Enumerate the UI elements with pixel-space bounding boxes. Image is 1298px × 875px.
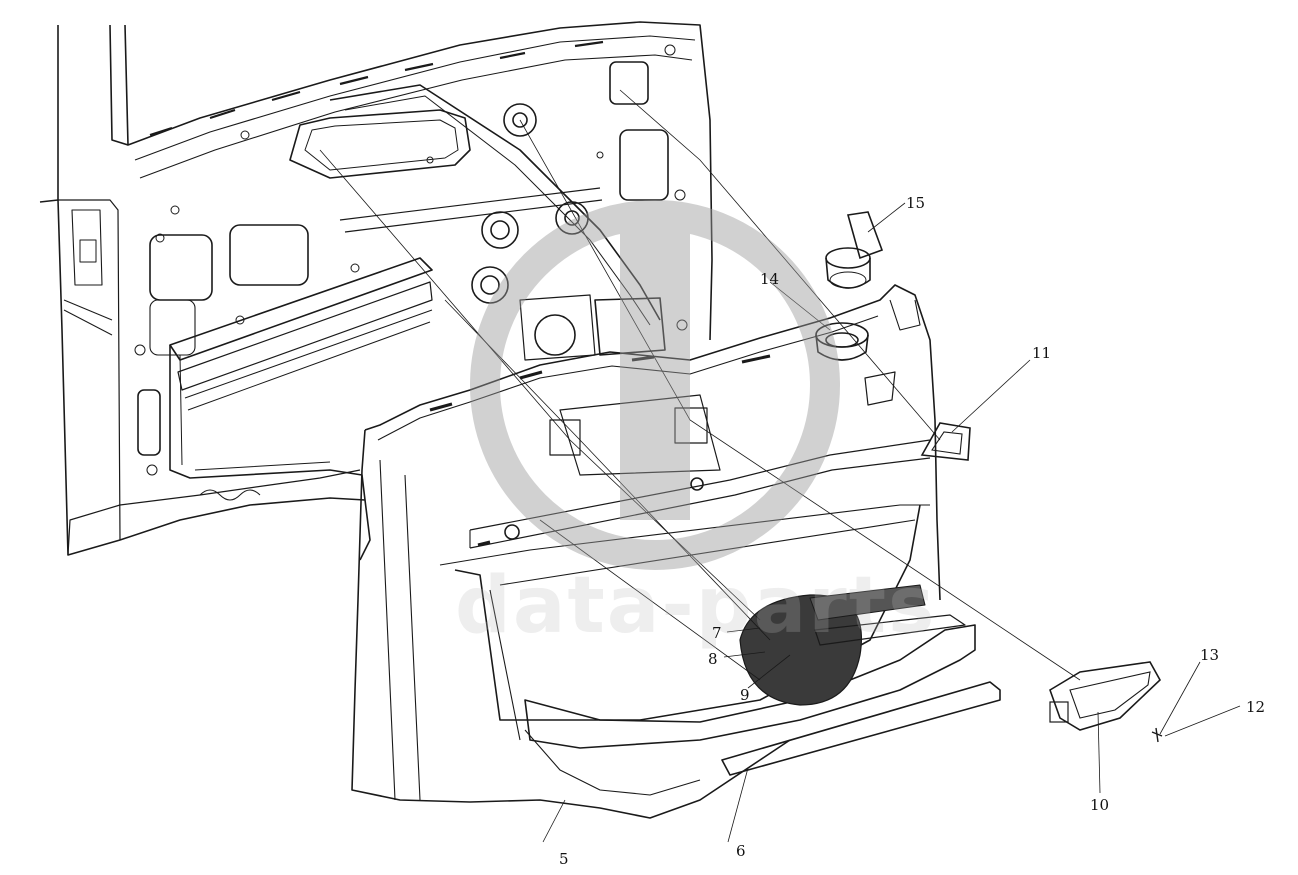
leader-9 bbox=[747, 654, 791, 689]
watermark-logo-ring bbox=[470, 200, 840, 570]
cup-ring-part bbox=[815, 322, 869, 361]
leader-lines bbox=[319, 89, 1241, 843]
assembly-line-c bbox=[519, 119, 1081, 681]
leader-11 bbox=[951, 359, 1031, 433]
leader-5 bbox=[542, 799, 566, 843]
leader-8 bbox=[723, 651, 766, 658]
leader-6 bbox=[727, 767, 749, 843]
handle-housing-part bbox=[1049, 661, 1162, 731]
leader-10 bbox=[1097, 711, 1101, 794]
watermark: data-parts bbox=[455, 200, 936, 651]
door-inner-frame bbox=[39, 21, 713, 561]
watermark-logo-mark bbox=[620, 230, 690, 520]
callout-7: 7 bbox=[712, 624, 722, 642]
cap-part bbox=[825, 211, 884, 289]
callout-14: 14 bbox=[760, 270, 779, 288]
watermark-text: data-parts bbox=[455, 561, 936, 651]
callout-15: 15 bbox=[906, 194, 925, 212]
callout-6: 6 bbox=[736, 842, 746, 860]
assembly-line-d bbox=[619, 89, 941, 441]
assembly-line-a bbox=[319, 149, 761, 621]
callout-5: 5 bbox=[559, 850, 569, 868]
door-trim-panel bbox=[351, 284, 1001, 819]
leader-12 bbox=[1164, 705, 1241, 737]
assembly-line-e bbox=[539, 519, 761, 681]
assembly-line-b bbox=[444, 299, 771, 641]
leader-7 bbox=[726, 627, 761, 633]
screw-part bbox=[1151, 727, 1163, 743]
callout-8: 8 bbox=[708, 650, 718, 668]
leader-14 bbox=[769, 281, 831, 331]
callout-10: 10 bbox=[1090, 796, 1109, 814]
leader-13 bbox=[1159, 661, 1201, 735]
callout-9: 9 bbox=[740, 686, 750, 704]
bezel-part bbox=[920, 422, 971, 461]
callout-12: 12 bbox=[1246, 698, 1265, 716]
callout-13: 13 bbox=[1200, 646, 1219, 664]
callout-labels: 5 6 7 8 9 10 11 12 13 14 15 bbox=[559, 194, 1265, 868]
callout-11: 11 bbox=[1032, 344, 1051, 362]
leader-15 bbox=[867, 202, 906, 233]
